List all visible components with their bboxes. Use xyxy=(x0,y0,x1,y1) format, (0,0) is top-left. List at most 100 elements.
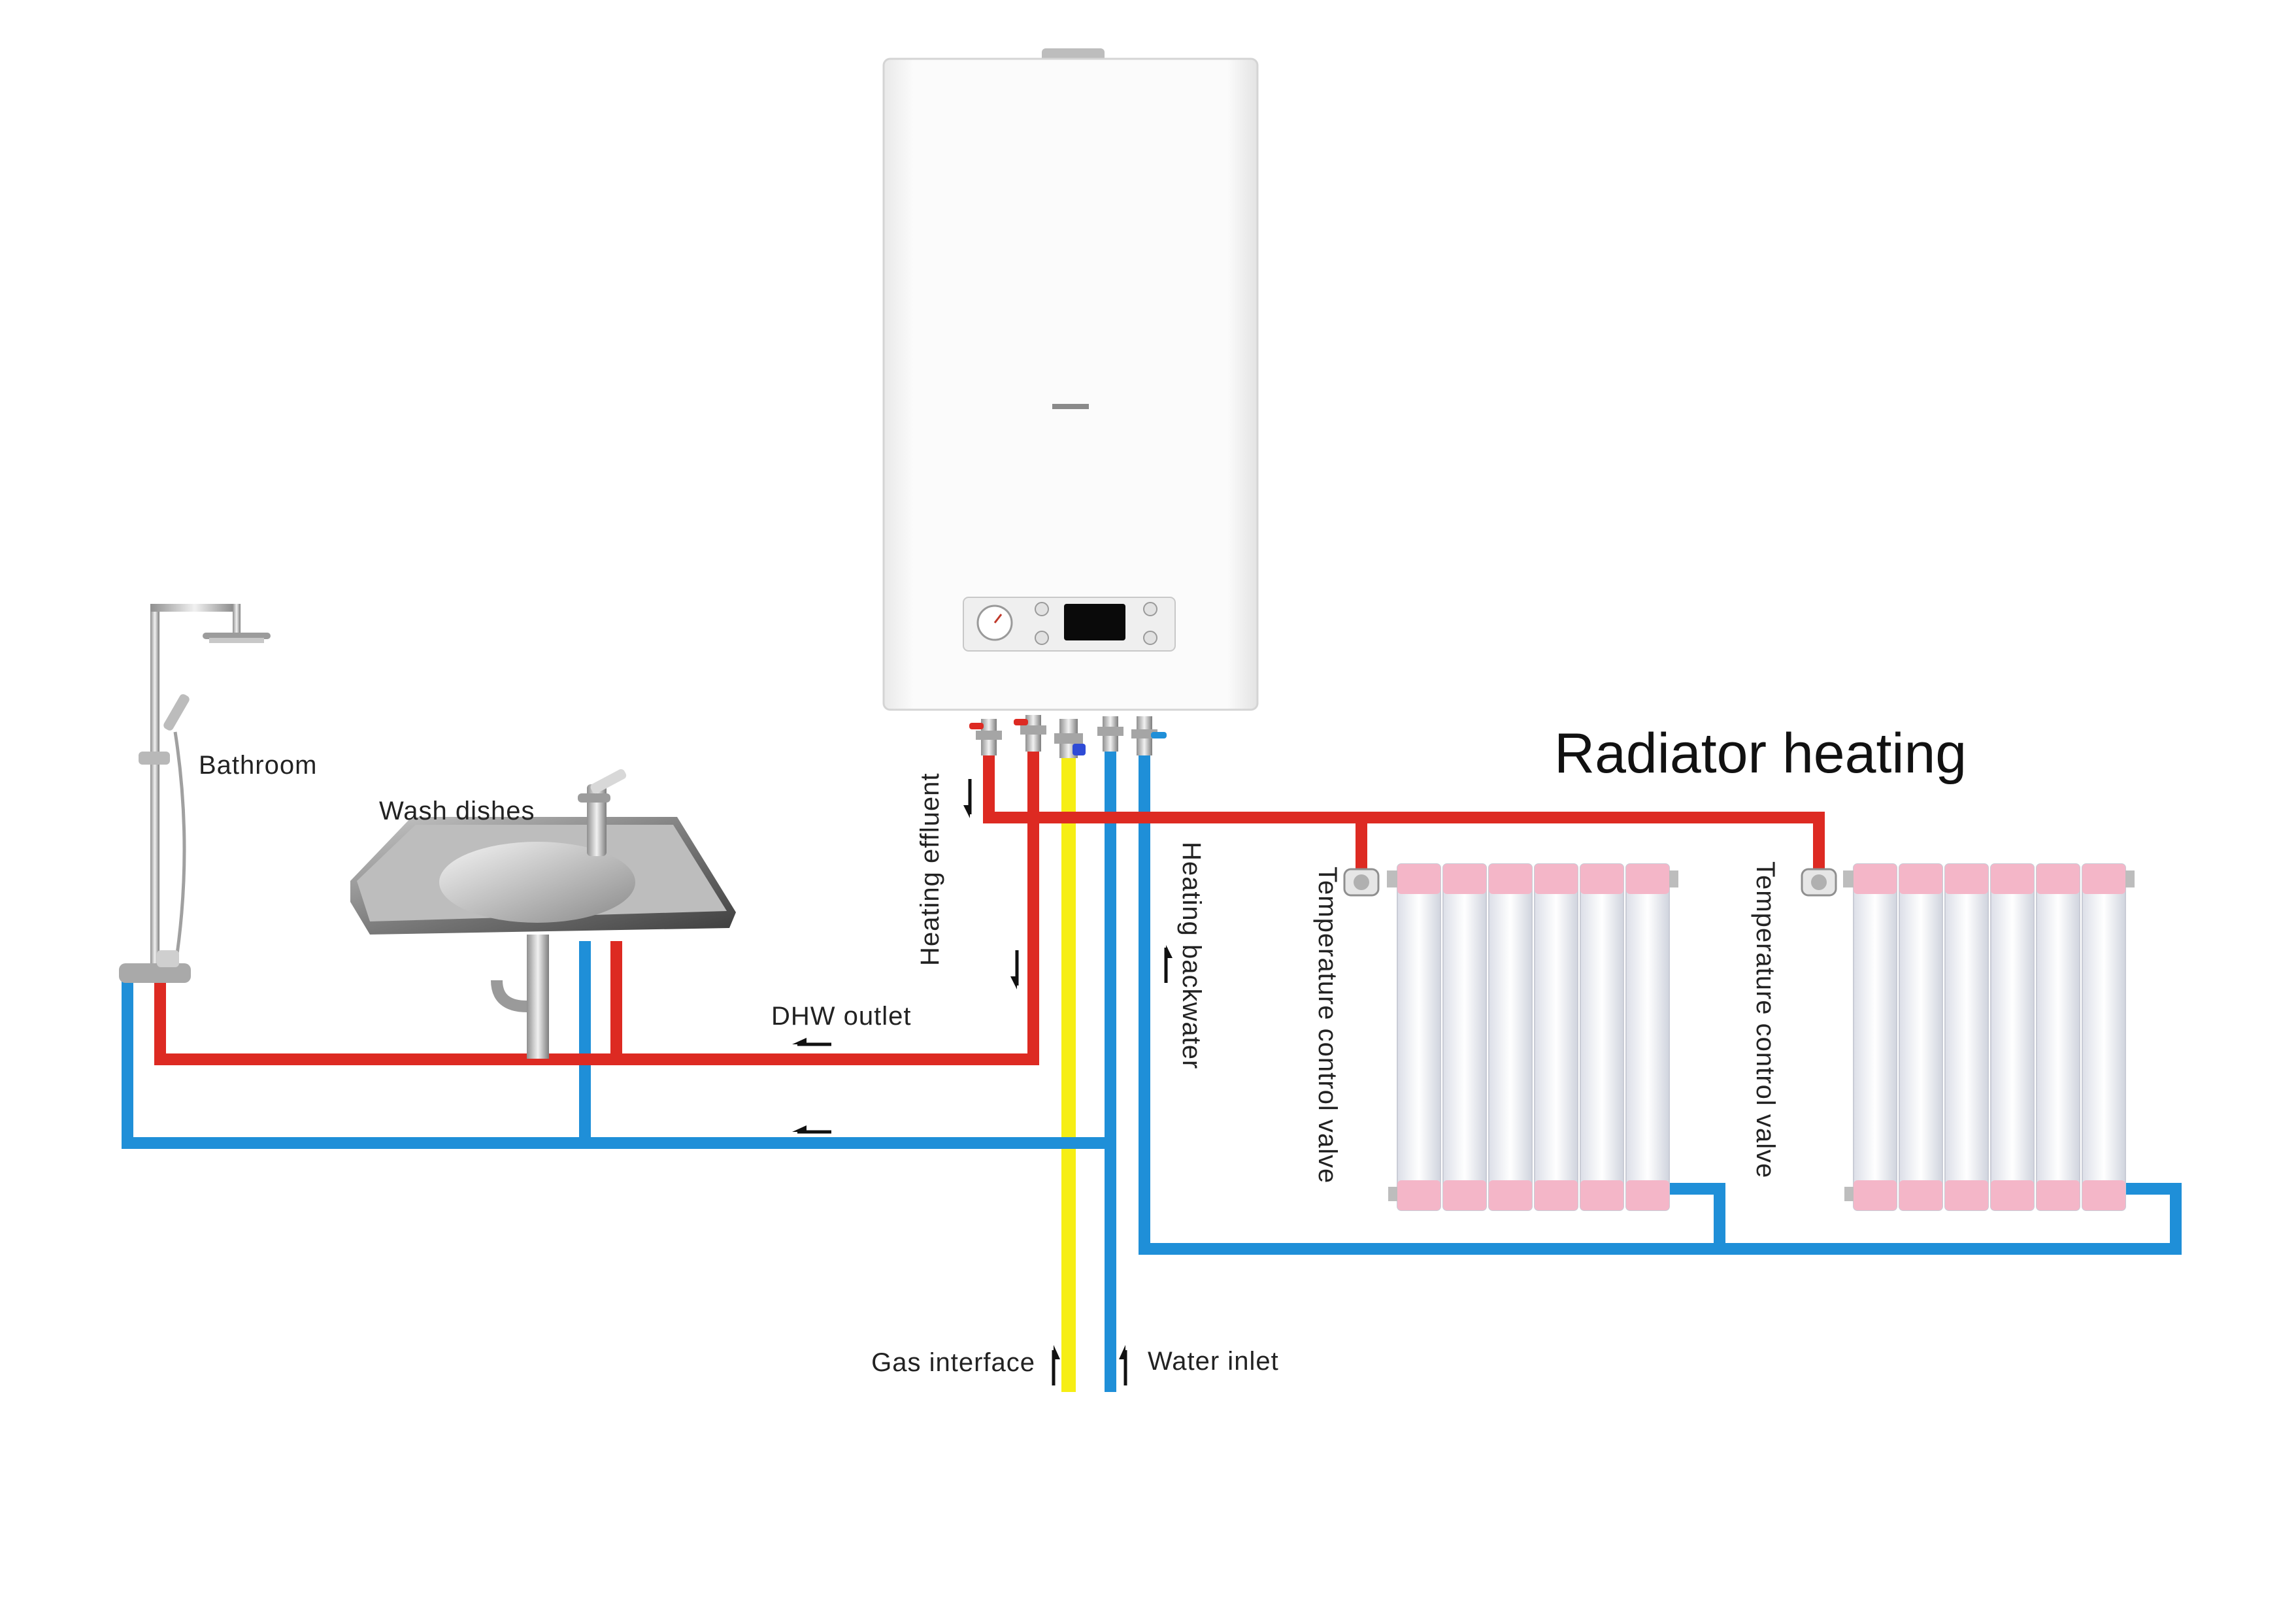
radiator-fin-bottom xyxy=(2037,1180,2080,1210)
boiler-logo-bar xyxy=(1052,404,1089,409)
dhw-horizontal xyxy=(154,1053,1039,1065)
dhw-shower-riser xyxy=(154,980,166,1065)
radiator-fin-bottom xyxy=(1580,1180,1623,1210)
radiator-fin-top xyxy=(1443,864,1486,894)
radiator-fin-top xyxy=(1626,864,1669,894)
radiator-fin-bottom xyxy=(1899,1180,1942,1210)
radiator-fin xyxy=(1534,863,1578,1211)
valve-icon xyxy=(1097,716,1123,752)
shower-icon xyxy=(119,604,271,983)
radiator-fin-top xyxy=(1945,864,1988,894)
radiator-fin-bottom xyxy=(1489,1180,1532,1210)
radiator-inlet-plug xyxy=(1843,870,1854,887)
label-wash-dishes: Wash dishes xyxy=(379,797,535,825)
boiler-button-2[interactable] xyxy=(1035,631,1049,645)
arrow-icon xyxy=(1119,1345,1127,1385)
radiator-fin-bottom xyxy=(1626,1180,1669,1210)
rad1-supply-drop xyxy=(1356,812,1367,870)
valve-icon xyxy=(1054,719,1086,758)
diagram-title: Radiator heating xyxy=(1554,722,1967,785)
arrow-icon xyxy=(792,1125,831,1134)
radiator-fin-top xyxy=(1854,864,1897,894)
radiator-fin xyxy=(1442,863,1487,1211)
boiler-body xyxy=(882,58,1259,711)
rad2-return-horizontal xyxy=(2115,1183,2182,1195)
radiator-fin-top xyxy=(2082,864,2125,894)
label-water-inlet: Water inlet xyxy=(1148,1347,1279,1376)
boiler-display xyxy=(1064,604,1125,640)
radiator-fin-bottom xyxy=(1397,1180,1440,1210)
radiator-fin-bottom xyxy=(1854,1180,1897,1210)
radiator-icon xyxy=(1801,863,2135,1211)
boiler-icon xyxy=(882,48,1259,711)
flow-arrows xyxy=(792,779,1173,1385)
radiator-fin-top xyxy=(1535,864,1578,894)
dhw-sink-riser xyxy=(610,941,622,1065)
arrow-icon xyxy=(963,779,972,818)
radiator-fin-top xyxy=(2037,864,2080,894)
valve-icon xyxy=(969,719,1002,755)
dhw-riser xyxy=(1027,745,1039,1065)
radiator-drain-plug xyxy=(1844,1187,1854,1201)
arrow-icon xyxy=(792,1038,831,1046)
radiator-fin xyxy=(2082,863,2126,1211)
water-inlet-pipe xyxy=(1105,745,1116,1392)
radiator-fin xyxy=(1580,863,1624,1211)
rad2-supply-drop xyxy=(1813,812,1825,870)
arrow-icon xyxy=(1010,950,1019,989)
boiler-outlet-valves xyxy=(969,715,1167,758)
radiator-fin xyxy=(1990,863,2035,1211)
radiator-outlet-plug xyxy=(1669,870,1678,887)
boiler-button-1[interactable] xyxy=(1035,602,1049,616)
radiators xyxy=(1343,863,2135,1211)
radiator-fin-bottom xyxy=(1991,1180,2034,1210)
valve-icon[interactable] xyxy=(1343,868,1380,897)
radiator-fin-top xyxy=(1991,864,2034,894)
sink-icon xyxy=(350,769,736,1059)
radiator-fin xyxy=(1853,863,1897,1211)
rad2-return-vertical xyxy=(2170,1183,2182,1255)
label-bathroom: Bathroom xyxy=(199,751,317,780)
label-dhw-outlet: DHW outlet xyxy=(771,1002,912,1031)
radiator-drain-plug xyxy=(1388,1187,1397,1201)
backwater-horizontal xyxy=(1139,1243,2182,1255)
label-temp-valve-2: Temperature control valve xyxy=(1751,861,1780,1178)
labels: Radiator heating Bathroom Wash dishes DH… xyxy=(199,722,1967,1377)
gas-pipe xyxy=(1061,745,1076,1392)
rad1-return-horizontal xyxy=(1660,1183,1725,1195)
valve-icon[interactable] xyxy=(1801,868,1837,897)
cold-sink-riser xyxy=(579,941,591,1149)
heating-supply-horizontal xyxy=(983,812,1825,823)
radiator-fin-top xyxy=(1397,864,1440,894)
radiator-fin-bottom xyxy=(1443,1180,1486,1210)
heating-backwater-riser xyxy=(1139,745,1150,1255)
radiator-fin-top xyxy=(1489,864,1532,894)
radiator-fin xyxy=(1397,863,1441,1211)
radiator-fin xyxy=(1625,863,1670,1211)
radiator-fin xyxy=(1488,863,1533,1211)
label-temp-valve-1: Temperature control valve xyxy=(1313,867,1342,1184)
radiator-outlet-plug xyxy=(2125,870,2135,887)
valve-icon xyxy=(1014,715,1046,752)
hot-water-pipes xyxy=(154,745,1825,1065)
label-heating-backwater: Heating backwater xyxy=(1177,842,1206,1069)
radiator-fin xyxy=(1944,863,1989,1211)
cold-left-riser xyxy=(122,980,133,1149)
radiator-inlet-plug xyxy=(1387,870,1397,887)
cold-main-horizontal xyxy=(122,1137,1116,1149)
radiator-fin-bottom xyxy=(2082,1180,2125,1210)
label-gas-interface: Gas interface xyxy=(871,1348,1035,1377)
radiator-fin xyxy=(2036,863,2080,1211)
gauge-needle xyxy=(993,614,1003,623)
radiator-fin-top xyxy=(1899,864,1942,894)
radiator-icon xyxy=(1343,863,1678,1211)
cold-water-pipes xyxy=(122,745,2182,1392)
label-heating-effluent: Heating effluent xyxy=(916,773,944,966)
arrow-icon xyxy=(1164,945,1173,983)
boiler-button-3[interactable] xyxy=(1143,602,1157,616)
boiler-button-4[interactable] xyxy=(1143,631,1157,645)
heating-effluent-riser xyxy=(983,745,995,823)
radiator-fin xyxy=(1899,863,1943,1211)
rad1-return-vertical xyxy=(1714,1183,1725,1255)
